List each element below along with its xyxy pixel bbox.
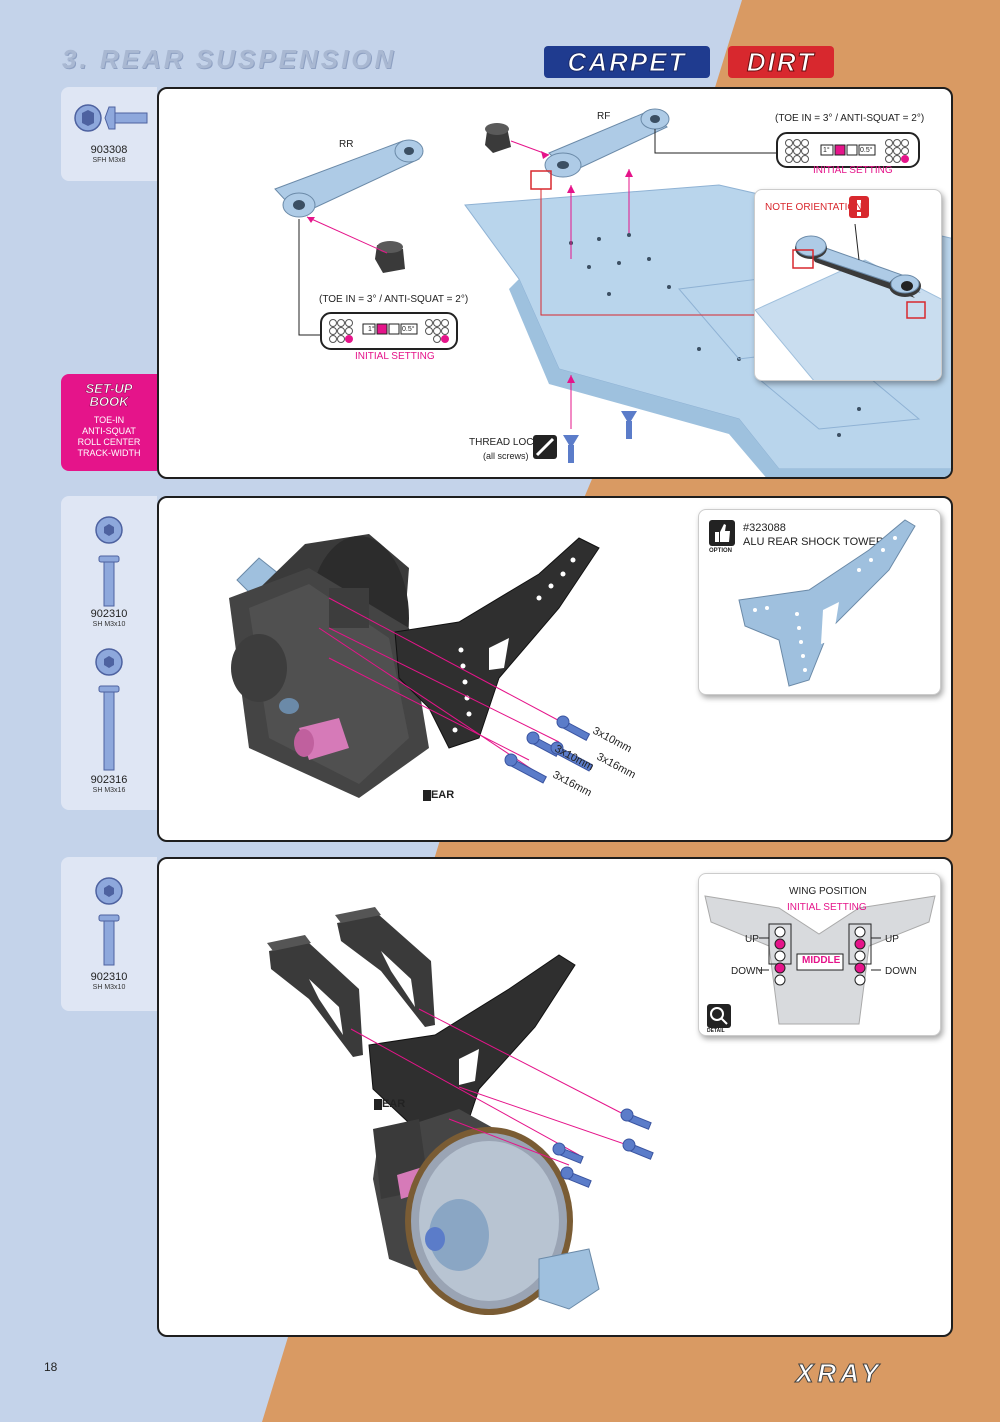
socket-head-screw-icon (556, 715, 591, 741)
wing-mount-left (267, 935, 363, 1057)
toe-setting-caption-top: (TOE IN = 3° / ANTI-SQUAT = 2°) (775, 113, 925, 124)
note-orientation-illustration (755, 196, 941, 380)
step2-illustration (229, 534, 600, 801)
badge-carpet: CARPET (544, 46, 710, 78)
rr-eccentric-bushing (375, 241, 405, 273)
alu-shock-tower-illustration (738, 519, 916, 687)
part-code-902316: 902316 (90, 774, 128, 786)
socket-head-screw-icon (504, 753, 547, 784)
part-code-902310-step3: 902310 (90, 971, 128, 983)
step2-panel: 3x10mm 3x10mm 3x16mm 3x16mm REAR OPTION … (157, 496, 953, 842)
socket-head-screw-icon (550, 741, 593, 772)
wing-position-title: WING POSITION (789, 886, 867, 897)
option-inset: OPTION #323088 ALU REAR SHOCK TOWER (698, 509, 941, 695)
option-thumb-icon (709, 520, 735, 546)
setup-book-title-1: SET-UP (85, 381, 133, 396)
detail-badge: DETAIL (707, 1028, 725, 1034)
part-desc-902310: SH M3x10 (92, 621, 126, 628)
toe-setting-plate-top (776, 132, 920, 168)
rear-label: REAR (423, 789, 455, 801)
socket-head-screw-icon (560, 1166, 592, 1188)
page-number: 18 (44, 1360, 58, 1374)
toe-setting-plate-bottom (320, 312, 458, 350)
socket-head-screw-icon (95, 877, 123, 966)
step1-parts-sidebar: 903308 SFH M3x8 (61, 87, 157, 181)
xray-logo: XRAY (795, 1358, 883, 1389)
page-title: 3. REAR SUSPENSION (62, 44, 397, 74)
socket-head-screw-icon (95, 648, 123, 771)
spur-gear (405, 1127, 573, 1315)
step2-parts-sidebar: 902310 SH M3x10 902316 SH M3x16 (61, 496, 157, 810)
part-code-902310: 902310 (90, 608, 128, 620)
flat-head-screw-icon (563, 435, 579, 463)
wing-down-left: DOWN (731, 966, 763, 977)
thread-lock-label: THREAD LOCK (469, 437, 541, 448)
socket-head-screw-icon (622, 1138, 654, 1160)
rr-suspension-holder (274, 139, 424, 218)
label-rr: RR (339, 139, 354, 150)
step3-parts-sidebar: 902310 SH M3x10 (61, 857, 157, 1011)
toe-setting-caption-bottom: (TOE IN = 3° / ANTI-SQUAT = 2°) (319, 294, 469, 305)
initial-setting-top: INITIAL SETTING (813, 165, 893, 176)
wing-position-inset: WING POSITION INITIAL SETTING UP UP MIDD… (698, 873, 941, 1036)
setup-book-item: ANTI-SQUAT (82, 426, 136, 436)
option-badge: OPTION (709, 548, 733, 554)
setting-05-degree: 0.5° (402, 326, 415, 333)
wing-initial-setting: INITIAL SETTING (787, 902, 867, 913)
shock-tower (368, 954, 576, 1160)
rf-eccentric-bushing (485, 123, 511, 153)
socket-head-screw-icon (95, 516, 123, 607)
part-desc-902316: SH M3x16 (92, 787, 126, 794)
step1-panel: RR RF (TOE IN = 3° / ANTI-SQUAT = 2°) 1°… (157, 87, 953, 479)
badge-dirt: DIRT (728, 46, 834, 78)
setting-1-degree-top: 1° (823, 147, 830, 154)
step3-illustration (267, 907, 654, 1315)
wing-middle: MIDDLE (802, 955, 841, 966)
wing-position-illustration (704, 895, 936, 1028)
warning-icon (849, 196, 869, 218)
setting-05-degree-top: 0.5° (860, 147, 873, 154)
setup-book-badge[interactable]: SET-UP BOOK TOE-IN ANTI-SQUAT ROLL CENTE… (61, 374, 157, 471)
note-orientation-inset: NOTE ORIENTATION (754, 189, 942, 381)
wing-up-right: UP (885, 934, 899, 945)
setup-book-item: ROLL CENTER (77, 437, 141, 447)
part-code-903308: 903308 (90, 144, 128, 156)
setting-1-degree: 1° (368, 326, 375, 333)
thread-lock-icon (533, 435, 557, 459)
setup-book-title-2: BOOK (89, 394, 129, 409)
option-part-name: ALU REAR SHOCK TOWER (743, 536, 884, 548)
detail-zoom-icon (707, 1004, 731, 1028)
part-desc-902310-step3: SH M3x10 (92, 984, 126, 991)
option-part-number: #323088 (743, 522, 786, 534)
wing-down-right: DOWN (885, 966, 917, 977)
setup-book-item: TRACK-WIDTH (77, 448, 141, 458)
socket-head-screw-icon (552, 1142, 584, 1164)
part-desc-903308: SFH M3x8 (92, 157, 126, 164)
socket-head-screw-icon (620, 1108, 652, 1130)
rear-label-step3: REAR (374, 1098, 406, 1110)
all-screws-label: (all screws) (483, 451, 529, 461)
initial-setting-bottom: INITIAL SETTING (355, 351, 435, 362)
shock-tower (394, 537, 600, 749)
rf-suspension-holder (544, 108, 670, 178)
setup-book-item: TOE-IN (93, 415, 125, 425)
flat-head-screw-icon (621, 411, 637, 439)
note-orientation-label: NOTE ORIENTATION (765, 202, 863, 213)
flat-head-screw-icon (74, 104, 148, 132)
wing-mount-right (335, 907, 435, 1027)
wing-up-left: UP (745, 934, 759, 945)
step3-panel: REAR WING POSITION INITIAL SETTING (157, 857, 953, 1337)
label-rf: RF (597, 111, 611, 122)
